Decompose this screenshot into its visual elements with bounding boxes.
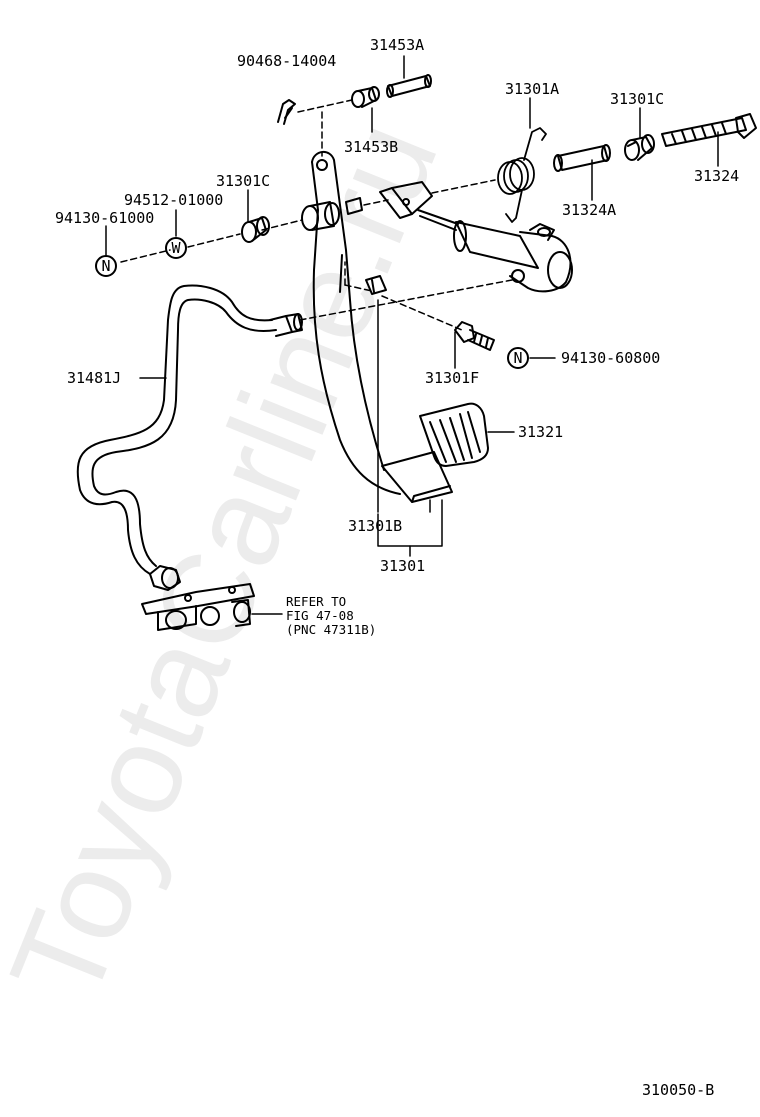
label-31301B: 31301B [348,517,402,535]
pedal-plate-31301B [381,451,453,503]
marker-w-94512-01000 [165,237,187,259]
marker-n-letter-2: N [513,349,522,367]
label-31321: 31321 [518,423,563,441]
marker-w-letter: W [171,239,181,257]
clip-90468 [277,99,296,125]
bushing-31453B [351,86,380,108]
pedal-stopper-clip [365,275,387,295]
label-31481J: 31481J [67,369,121,387]
label-94512-01000: 94512-01000 [124,191,223,209]
refer-note-line-2: FIG 47-08 [286,608,354,623]
collar-31324A [553,144,611,172]
label-31301A: 31301A [505,80,559,98]
label-31453B: 31453B [344,138,398,156]
label-94130-61000: 94130-61000 [55,209,154,227]
bushing-31301C-left [241,216,270,243]
bolt-31301F [454,321,495,351]
label-31324A: 31324A [562,201,616,219]
pedal-pad-31321 [419,402,489,467]
return-spring-31301A [497,127,547,223]
label-31301F: 31301F [425,369,479,387]
union-bracket [141,583,255,631]
label-31453A: 31453A [370,36,424,54]
label-90468-14004: 90468-14004 [237,52,336,70]
figure-code: 310050-B [642,1081,714,1099]
marker-n-94130-60800 [507,347,529,369]
bolt-31324 [661,113,757,147]
label-31301: 31301 [380,557,425,575]
pin-31453A [386,74,432,98]
marker-n-94130-61000 [95,255,117,277]
label-31324: 31324 [694,167,739,185]
assembly-leader-lines [120,99,513,331]
label-31301C-top: 31301C [610,90,664,108]
clutch-master-cylinder [379,181,573,293]
label-31301C-left: 31301C [216,172,270,190]
clutch-line-31481J [76,284,303,591]
callout-leader-lines [105,55,719,615]
refer-note-line-1: REFER TO [286,594,346,609]
refer-note-line-3: (PNC 47311B) [286,622,376,637]
marker-n-letter-1: N [101,257,110,275]
bushing-31301C-top [624,134,655,161]
clutch-pedal-arm [301,151,401,495]
label-94130-60800: 94130-60800 [561,349,660,367]
